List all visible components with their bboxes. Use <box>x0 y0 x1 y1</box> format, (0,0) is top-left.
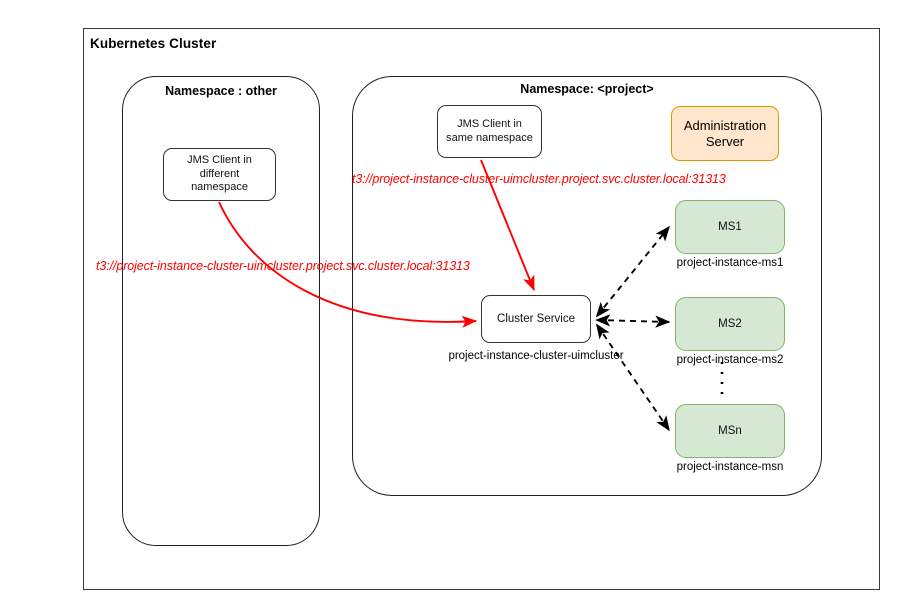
namespace-project-title: Namespace: <project> <box>520 82 654 96</box>
page-title: Kubernetes Cluster <box>90 36 217 51</box>
node-label: MS2 <box>718 317 742 330</box>
node-label: Cluster Service <box>497 312 575 325</box>
caption-ms1: project-instance-ms1 <box>676 257 784 269</box>
connector-cluster-service-to-msn <box>595 323 670 432</box>
connector-jms-same-to-cluster-service <box>480 159 535 292</box>
caption-ms2: project-instance-ms2 <box>676 354 784 366</box>
node-cluster-service[interactable]: Cluster Service <box>481 295 591 343</box>
connector-cluster-service-to-ms2 <box>595 314 671 328</box>
namespace-other-container <box>122 76 320 546</box>
connection-label-jms-same: t3://project-instance-cluster-uimcluster… <box>352 172 726 186</box>
caption-msn: project-instance-msn <box>676 461 784 473</box>
node-label: MSn <box>718 424 742 437</box>
connector-jms-other-to-cluster-service <box>218 201 478 328</box>
namespace-other-title: Namespace : other <box>165 84 277 98</box>
node-managed-server-msn[interactable]: MSn <box>675 404 785 458</box>
node-managed-server-ms2[interactable]: MS2 <box>675 297 785 351</box>
node-label: Administration Server <box>683 117 767 149</box>
connection-label-jms-other: t3://project-instance-cluster-uimcluster… <box>96 259 470 273</box>
node-jms-client-different-namespace[interactable]: JMS Client in different namespace <box>163 148 276 201</box>
namespace-project-container <box>352 76 822 496</box>
node-jms-client-same-namespace[interactable]: JMS Client in same namespace <box>437 105 542 158</box>
connector-cluster-service-to-ms1 <box>595 225 670 318</box>
node-label: JMS Client in same namespace <box>446 118 533 144</box>
caption-cluster-service: project-instance-cluster-uimcluster <box>448 350 624 362</box>
node-managed-server-ms1[interactable]: MS1 <box>675 200 785 254</box>
node-label: MS1 <box>718 220 742 233</box>
node-administration-server[interactable]: Administration Server <box>671 106 779 161</box>
node-label: JMS Client in different namespace <box>187 154 252 194</box>
